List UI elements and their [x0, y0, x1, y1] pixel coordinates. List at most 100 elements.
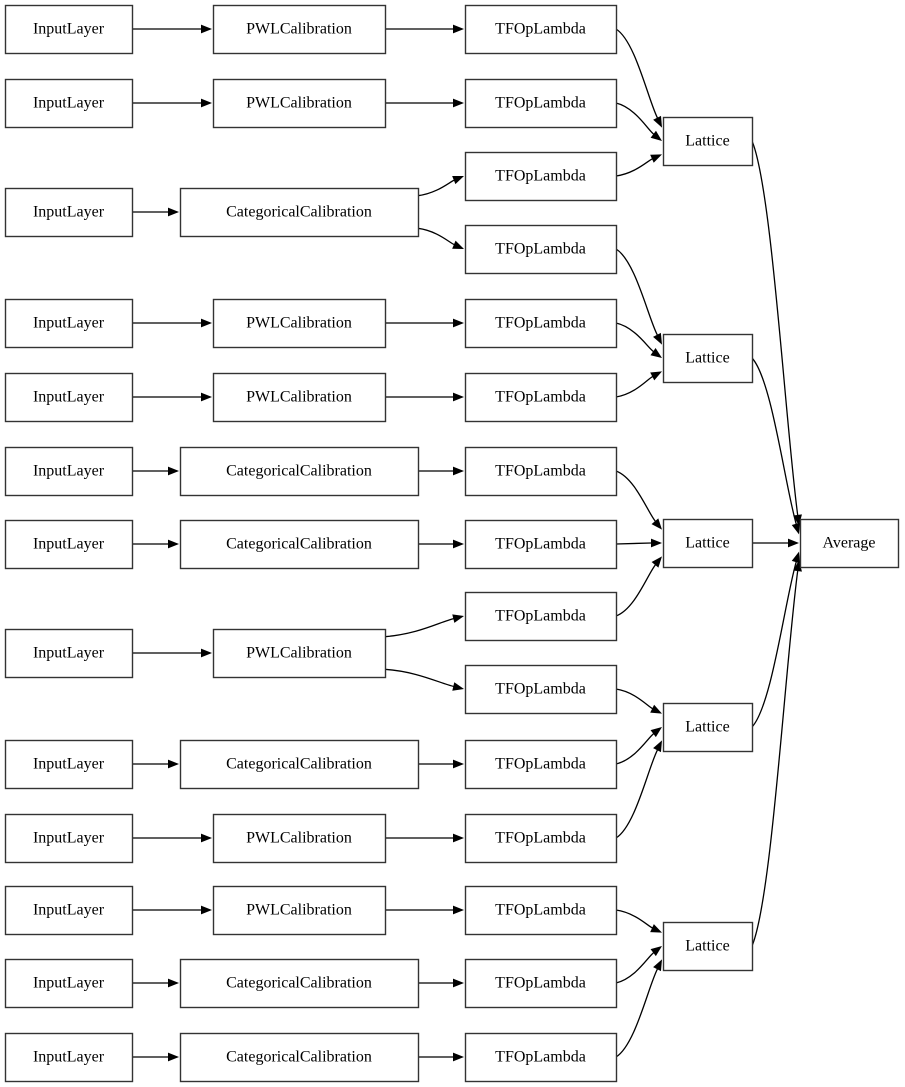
node-box	[662, 333, 754, 384]
arrow-head-icon	[201, 833, 212, 843]
node-tfop-lambda-lam3[interactable]: TFOpLambda	[464, 151, 618, 202]
node-categorical-calibration-cal9[interactable]: CategoricalCalibration	[179, 739, 420, 790]
node-categorical-calibration-cal12[interactable]: CategoricalCalibration	[179, 958, 420, 1009]
node-box	[4, 78, 134, 129]
edge-cal3-to-lam3	[417, 175, 464, 197]
node-input-layer-in3[interactable]: InputLayer	[4, 187, 134, 238]
node-input-layer-in6[interactable]: InputLayer	[4, 446, 134, 497]
node-box	[179, 446, 420, 497]
node-input-layer-in1[interactable]: InputLayer	[4, 4, 134, 55]
node-tfop-lambda-lam4[interactable]: TFOpLambda	[464, 224, 618, 275]
edge-cal5-to-lam6	[385, 392, 464, 402]
arrow-head-icon	[653, 740, 662, 753]
edge-lam2-to-lat1	[615, 102, 662, 141]
arrow-head-icon	[201, 318, 212, 328]
node-categorical-calibration-cal6[interactable]: CategoricalCalibration	[179, 446, 420, 497]
node-box	[179, 187, 420, 238]
node-tfop-lambda-lam8[interactable]: TFOpLambda	[464, 519, 618, 570]
node-input-layer-in10[interactable]: InputLayer	[4, 813, 134, 864]
node-categorical-calibration-cal13[interactable]: CategoricalCalibration	[179, 1032, 420, 1083]
node-pwlcalibration-cal5[interactable]: PWLCalibration	[212, 372, 387, 423]
node-box	[662, 518, 754, 569]
node-pwlcalibration-cal2[interactable]: PWLCalibration	[212, 78, 387, 129]
arrow-head-icon	[650, 130, 662, 141]
node-box	[179, 739, 420, 790]
node-tfop-lambda-lam14[interactable]: TFOpLambda	[464, 958, 618, 1009]
node-lattice-lat5[interactable]: Lattice	[662, 921, 754, 972]
edge-in3-to-cal3	[132, 207, 179, 217]
edge-cal10-to-lam12	[385, 833, 464, 843]
node-categorical-calibration-cal3[interactable]: CategoricalCalibration	[179, 187, 420, 238]
edge-cal13-to-lam15	[418, 1052, 464, 1062]
node-box	[212, 78, 387, 129]
node-input-layer-in13[interactable]: InputLayer	[4, 1032, 134, 1083]
edge-in4-to-cal4	[132, 318, 212, 328]
node-tfop-lambda-lam15[interactable]: TFOpLambda	[464, 1032, 618, 1083]
arrow-head-icon	[452, 682, 464, 691]
node-input-layer-in11[interactable]: InputLayer	[4, 885, 134, 936]
node-pwlcalibration-cal1[interactable]: PWLCalibration	[212, 4, 387, 55]
node-pwlcalibration-cal8[interactable]: PWLCalibration	[212, 628, 387, 679]
node-tfop-lambda-lam9[interactable]: TFOpLambda	[464, 591, 618, 642]
node-box	[4, 813, 134, 864]
node-tfop-lambda-lam12[interactable]: TFOpLambda	[464, 813, 618, 864]
node-input-layer-in9[interactable]: InputLayer	[4, 739, 134, 790]
arrow-head-icon	[453, 98, 464, 108]
node-input-layer-in12[interactable]: InputLayer	[4, 958, 134, 1009]
node-average-avg[interactable]: Average	[799, 518, 900, 569]
edge-lam11-to-lat4	[615, 727, 662, 765]
arrow-head-icon	[168, 978, 179, 988]
node-tfop-lambda-lam7[interactable]: TFOpLambda	[464, 446, 618, 497]
node-tfop-lambda-lam2[interactable]: TFOpLambda	[464, 78, 618, 129]
node-tfop-lambda-lam13[interactable]: TFOpLambda	[464, 885, 618, 936]
edge-in13-to-cal13	[132, 1052, 179, 1062]
edge-line	[751, 561, 797, 728]
edge-lam3-to-lat1	[615, 154, 662, 177]
edge-line	[751, 570, 799, 947]
node-tfop-lambda-lam10[interactable]: TFOpLambda	[464, 664, 618, 715]
arrow-head-icon	[452, 175, 464, 185]
arrow-head-icon	[201, 24, 212, 34]
node-lattice-lat2[interactable]: Lattice	[662, 333, 754, 384]
node-tfop-lambda-lam5[interactable]: TFOpLambda	[464, 298, 618, 349]
node-box	[464, 739, 618, 790]
arrow-head-icon	[793, 514, 802, 526]
node-tfop-lambda-lam6[interactable]: TFOpLambda	[464, 372, 618, 423]
arrow-head-icon	[201, 905, 212, 915]
edge-line	[417, 227, 455, 246]
node-pwlcalibration-cal11[interactable]: PWLCalibration	[212, 885, 387, 936]
edge-cal8-to-lam9	[384, 614, 464, 638]
node-pwlcalibration-cal4[interactable]: PWLCalibration	[212, 298, 387, 349]
node-box	[464, 958, 618, 1009]
node-input-layer-in8[interactable]: InputLayer	[4, 628, 134, 679]
edge-line	[615, 375, 654, 398]
arrow-head-icon	[453, 1052, 464, 1062]
edge-cal12-to-lam14	[418, 978, 464, 988]
node-categorical-calibration-cal7[interactable]: CategoricalCalibration	[179, 519, 420, 570]
node-lattice-lat3[interactable]: Lattice	[662, 518, 754, 569]
node-tfop-lambda-lam1[interactable]: TFOpLambda	[464, 4, 618, 55]
edge-in9-to-cal9	[132, 759, 179, 769]
node-box	[4, 187, 134, 238]
node-input-layer-in7[interactable]: InputLayer	[4, 519, 134, 570]
edge-lam8-to-lat3	[615, 538, 662, 548]
node-box	[464, 151, 618, 202]
node-box	[662, 921, 754, 972]
node-lattice-lat1[interactable]: Lattice	[662, 116, 754, 167]
node-lattice-lat4[interactable]: Lattice	[662, 702, 754, 753]
node-box	[212, 813, 387, 864]
node-box	[212, 4, 387, 55]
node-box	[179, 958, 420, 1009]
node-input-layer-in5[interactable]: InputLayer	[4, 372, 134, 423]
node-input-layer-in2[interactable]: InputLayer	[4, 78, 134, 129]
arrow-head-icon	[788, 538, 799, 548]
edge-line	[384, 668, 454, 688]
node-tfop-lambda-lam11[interactable]: TFOpLambda	[464, 739, 618, 790]
edge-line	[751, 357, 797, 525]
node-input-layer-in4[interactable]: InputLayer	[4, 298, 134, 349]
edge-cal11-to-lam13	[385, 905, 464, 915]
edge-lat5-to-avg	[751, 560, 802, 947]
arrow-head-icon	[650, 348, 662, 358]
node-pwlcalibration-cal10[interactable]: PWLCalibration	[212, 813, 387, 864]
